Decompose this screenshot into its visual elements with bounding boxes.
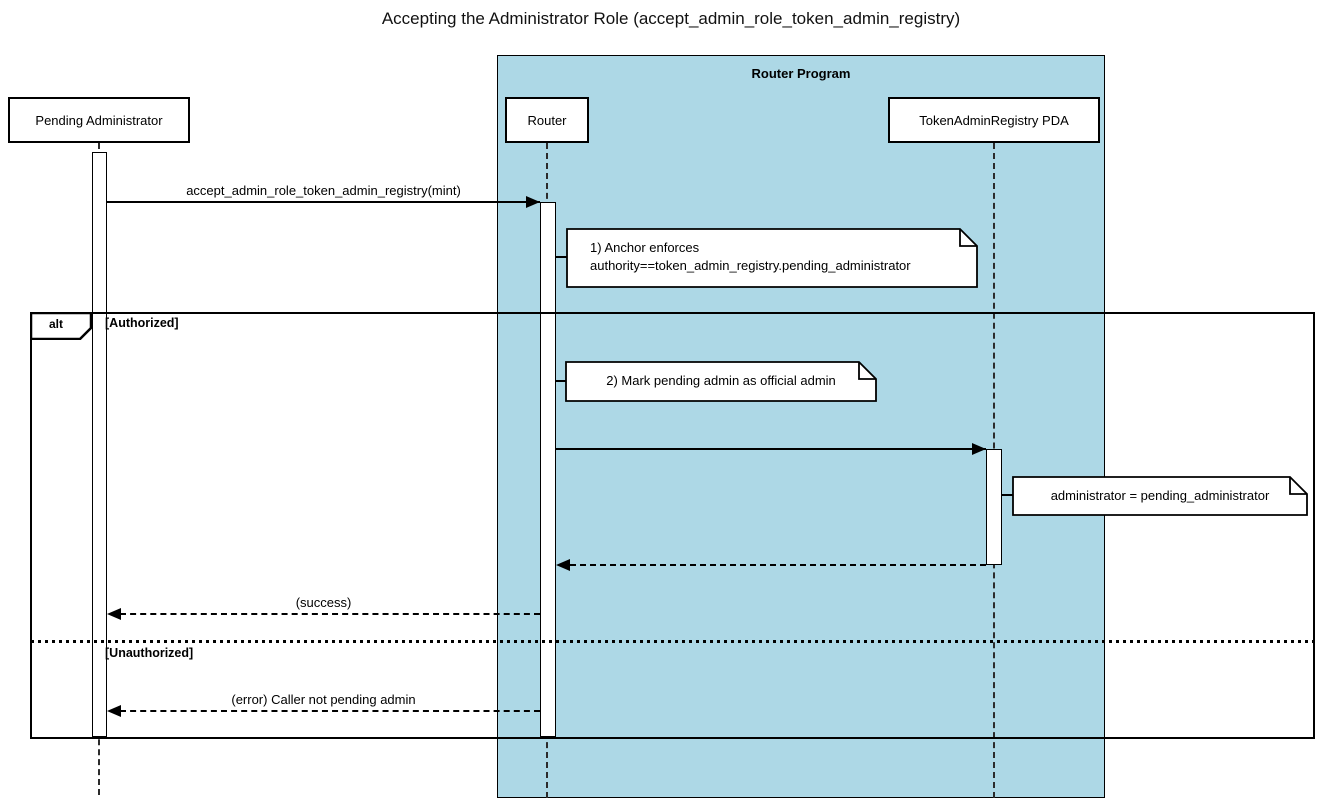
guard-authorized: [Authorized] bbox=[105, 316, 179, 330]
participant-registry-pda: TokenAdminRegistry PDA bbox=[888, 97, 1100, 143]
guard-unauthorized: [Unauthorized] bbox=[105, 646, 194, 660]
note-administrator-assignment bbox=[1012, 476, 1308, 516]
message-label-accept-admin-role: accept_admin_role_token_admin_registry(m… bbox=[186, 183, 461, 198]
message-line-success bbox=[120, 613, 540, 615]
message-line-error bbox=[120, 710, 540, 712]
note-administrator-assignment-text: administrator = pending_administrator bbox=[1050, 488, 1270, 503]
arrowhead-icon bbox=[556, 559, 570, 571]
message-label-error: (error) Caller not pending admin bbox=[231, 692, 416, 707]
note-connector bbox=[556, 256, 567, 258]
participant-pending-administrator: Pending Administrator bbox=[8, 97, 190, 143]
participant-label: Pending Administrator bbox=[35, 112, 163, 128]
message-line-accept-admin-role bbox=[107, 201, 540, 203]
router-program-label: Router Program bbox=[751, 66, 851, 81]
note-line: 1) Anchor enforces bbox=[590, 240, 700, 255]
note-connector bbox=[1002, 494, 1013, 496]
arrowhead-icon bbox=[526, 196, 540, 208]
note-mark-pending-admin-text: 2) Mark pending admin as official admin bbox=[606, 373, 836, 388]
participant-router: Router bbox=[505, 97, 589, 143]
alt-divider bbox=[31, 640, 1314, 643]
message-label-success: (success) bbox=[295, 595, 352, 610]
note-anchor-enforces-text: 1) Anchor enforces authority==token_admi… bbox=[590, 239, 970, 275]
arrowhead-icon bbox=[972, 443, 986, 455]
message-line-router-to-pda bbox=[556, 448, 986, 450]
router-program-container bbox=[497, 55, 1105, 798]
note-connector bbox=[556, 380, 566, 382]
note-anchor-enforces bbox=[566, 228, 978, 288]
message-line-pda-return bbox=[560, 564, 986, 566]
participant-label: Router bbox=[527, 112, 567, 128]
activation-router bbox=[540, 202, 556, 737]
arrowhead-icon bbox=[107, 608, 121, 620]
note-line: authority==token_admin_registry.pending_… bbox=[590, 258, 911, 273]
alt-operator-label: alt bbox=[48, 317, 63, 331]
participant-label: TokenAdminRegistry PDA bbox=[919, 112, 1069, 128]
activation-pending-administrator bbox=[92, 152, 107, 737]
arrowhead-icon bbox=[107, 705, 121, 717]
note-mark-pending-admin bbox=[565, 361, 877, 402]
activation-registry-pda bbox=[986, 449, 1002, 565]
diagram-title: Accepting the Administrator Role (accept… bbox=[381, 9, 961, 28]
